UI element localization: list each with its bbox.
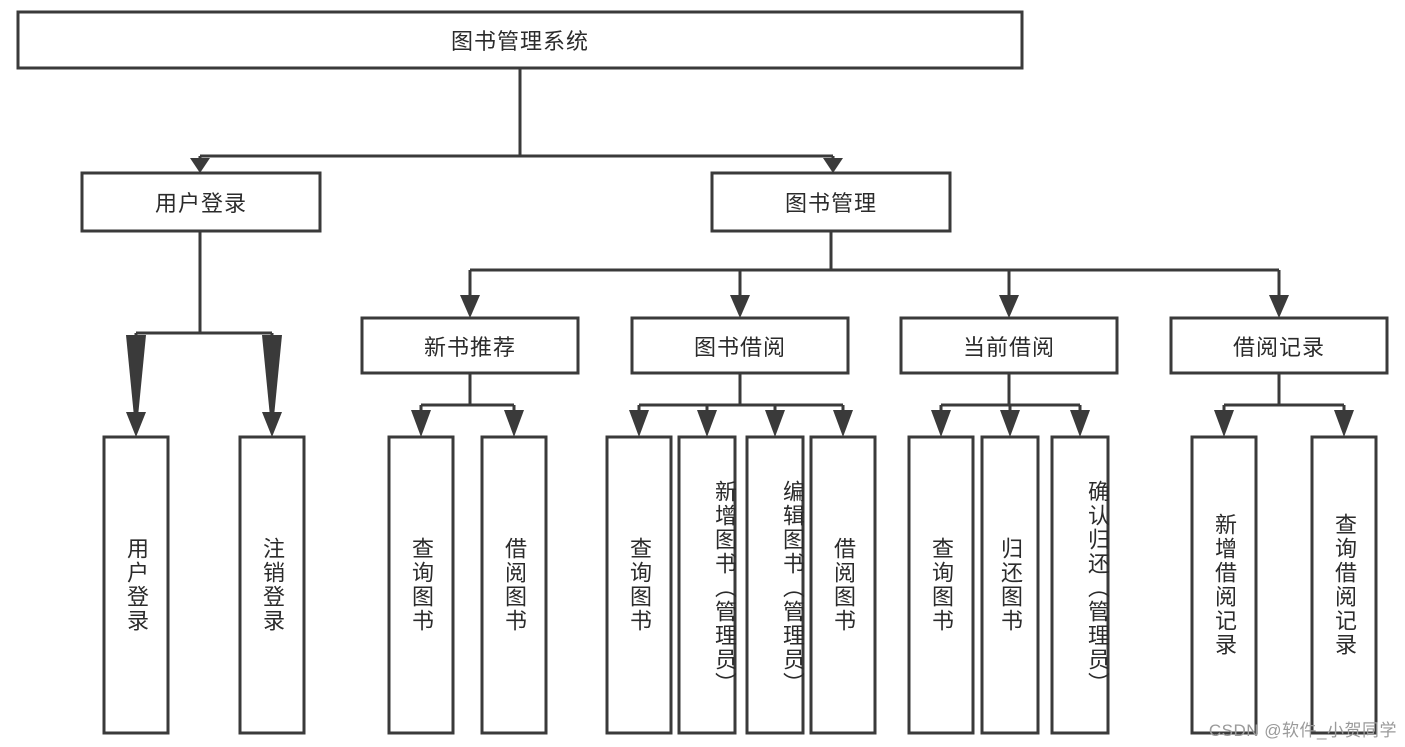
label-leaf-user-login: 用户登录 — [124, 537, 149, 633]
connector-borrow-to-leaves — [629, 373, 853, 437]
label-leaf-add-record: 新增借阅记录 — [1212, 513, 1237, 657]
node-leaf-confirm-return[interactable] — [1050, 435, 1110, 735]
node-leaf-add-record[interactable] — [1190, 435, 1258, 735]
label-new-book-recommend: 新书推荐 — [423, 334, 516, 360]
node-current-borrow[interactable] — [899, 316, 1119, 375]
label-leaf-edit-book: 编辑图书（管理员） — [780, 480, 805, 696]
node-leaf-query-book-3[interactable] — [907, 435, 975, 735]
connector-root-to-level2 — [190, 68, 843, 173]
node-borrow-record[interactable] — [1169, 316, 1389, 375]
label-borrow-record: 借阅记录 — [1232, 334, 1325, 360]
node-book-borrow[interactable] — [630, 316, 850, 375]
connector-newbook-to-leaves — [411, 373, 524, 437]
node-leaf-user-logout[interactable] — [238, 435, 306, 735]
label-leaf-user-logout: 注销登录 — [260, 537, 285, 633]
label-leaf-query-book-1: 查询图书 — [409, 537, 434, 633]
node-leaf-query-record[interactable] — [1310, 435, 1378, 735]
label-current-borrow: 当前借阅 — [962, 334, 1055, 360]
node-root[interactable] — [16, 10, 1024, 70]
label-leaf-query-book-3: 查询图书 — [929, 537, 954, 633]
label-book-management: 图书管理 — [784, 191, 877, 216]
label-book-borrow: 图书借阅 — [693, 334, 786, 360]
node-new-book-recommend[interactable] — [360, 316, 580, 375]
label-leaf-confirm-return: 确认归还（管理员） — [1085, 480, 1110, 696]
connector-bookmgmt-to-level3 — [460, 231, 1289, 318]
connector-userlogin-to-leaves — [126, 231, 282, 437]
node-leaf-borrow-book-2[interactable] — [809, 435, 877, 735]
label-leaf-borrow-book-1: 借阅图书 — [502, 537, 527, 633]
label-leaf-query-book-2: 查询图书 — [627, 537, 652, 633]
label-leaf-return-book: 归还图书 — [998, 537, 1023, 633]
node-leaf-user-login[interactable] — [102, 435, 170, 735]
label-leaf-add-book: 新增图书（管理员） — [712, 480, 737, 696]
connector-current-to-leaves — [931, 373, 1090, 437]
node-leaf-query-book-1[interactable] — [387, 435, 455, 735]
node-leaf-query-book-2[interactable] — [605, 435, 673, 735]
label-user-login: 用户登录 — [154, 191, 247, 216]
node-book-management[interactable] — [710, 171, 952, 233]
label-leaf-borrow-book-2: 借阅图书 — [831, 537, 856, 633]
node-leaf-edit-book[interactable] — [745, 435, 805, 735]
watermark-text: CSDN @软件_小贺同学 — [1208, 721, 1397, 740]
node-leaf-return-book[interactable] — [980, 435, 1040, 735]
node-leaf-borrow-book-1[interactable] — [480, 435, 548, 735]
label-root: 图书管理系统 — [450, 29, 589, 54]
label-leaf-query-record: 查询借阅记录 — [1332, 513, 1357, 657]
connector-record-to-leaves — [1214, 373, 1354, 437]
node-leaf-add-book[interactable] — [677, 435, 737, 735]
node-user-login[interactable] — [80, 171, 322, 233]
